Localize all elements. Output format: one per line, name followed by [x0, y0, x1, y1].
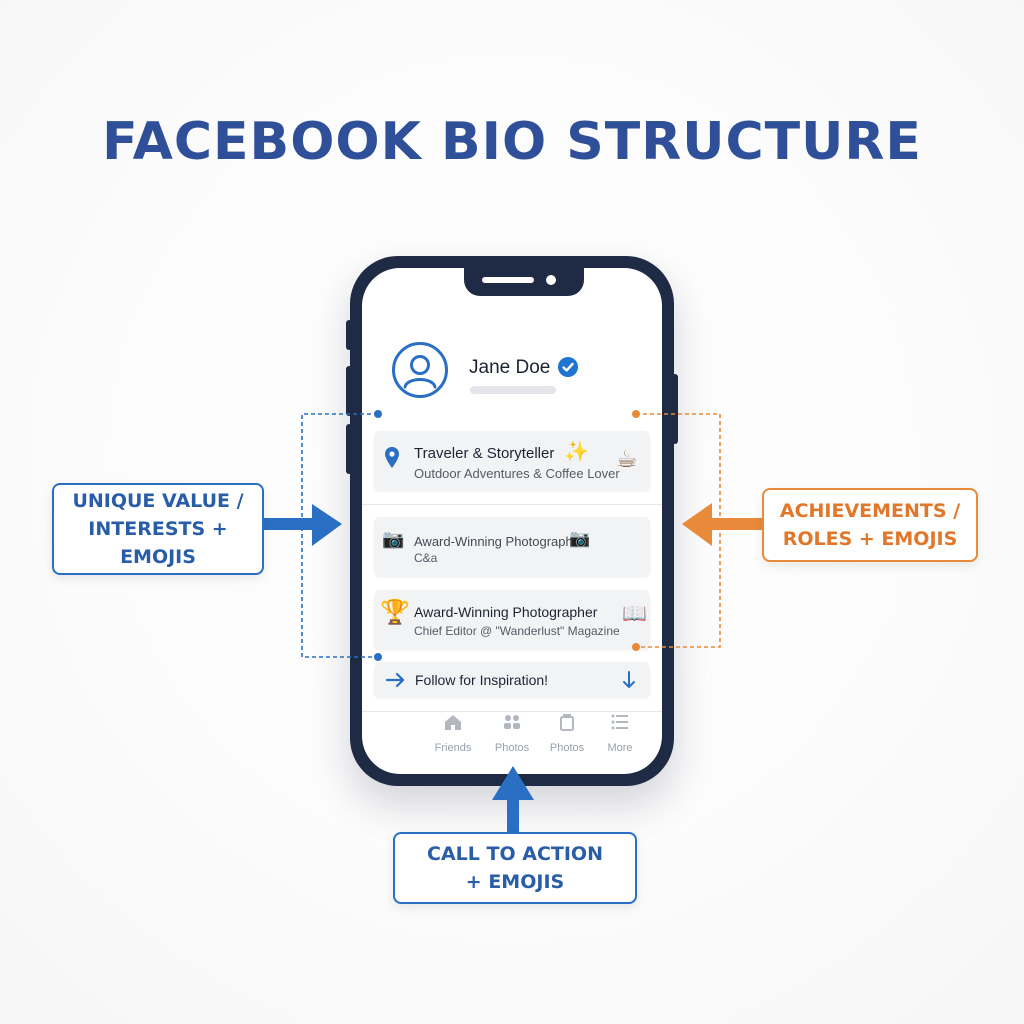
- arrow-left-icon: [682, 503, 762, 546]
- bio-line-secondary: Outdoor Adventures & Coffee Lover: [414, 466, 620, 481]
- coffee-emoji: ☕: [616, 445, 638, 473]
- callout-line: ROLES + EMOJIS: [782, 528, 958, 550]
- arrow-right-icon: [386, 672, 405, 688]
- callout-line: EMOJIS: [120, 546, 196, 568]
- profile-name[interactable]: Jane Doe: [469, 357, 551, 378]
- nav-label: Photos: [549, 742, 585, 754]
- verified-check-icon: [558, 357, 578, 377]
- bio-line-secondary: Chief Editor @ "Wanderlust" Magazine: [414, 624, 620, 638]
- callout-line: + EMOJIS: [465, 871, 565, 893]
- bio-line-primary: Award-Winning Photographer: [414, 604, 598, 620]
- bio-line-secondary: C&a: [414, 551, 438, 565]
- speaker-grille: [482, 277, 534, 283]
- bio-card-call-to-action[interactable]: Follow for Inspiration!: [374, 662, 650, 698]
- home-icon: [445, 715, 461, 730]
- callout-unique-value: UNIQUE VALUE / INTERESTS + EMOJIS: [52, 483, 264, 575]
- phone-power-button: [672, 374, 678, 444]
- menu-icon: [611, 714, 628, 730]
- callout-line: ACHIEVEMENTS /: [779, 500, 961, 522]
- trophy-emoji: 🏆: [380, 598, 410, 626]
- callout-line: INTERESTS +: [88, 518, 228, 540]
- bio-card-achievements[interactable]: 🏆 Award-Winning Photographer Chief Edito…: [374, 590, 650, 650]
- callout-call-to-action: CALL TO ACTION + EMOJIS: [393, 832, 637, 904]
- user-avatar-icon[interactable]: [392, 342, 448, 398]
- arrow-right-icon: [264, 504, 342, 546]
- people-icon: [504, 715, 520, 729]
- bio-line-primary: Traveler & Storyteller: [414, 445, 555, 462]
- profile-subtitle-placeholder: [470, 386, 556, 394]
- page-title: FACEBOOK BIO STRUCTURE: [102, 112, 922, 172]
- section-divider: [362, 504, 662, 505]
- nav-label: Photos: [494, 742, 530, 754]
- camera-emoji: 📷: [382, 529, 405, 550]
- location-pin-icon: [385, 447, 399, 468]
- callout-line: CALL TO ACTION: [427, 843, 603, 865]
- phone-notch: [464, 268, 584, 296]
- bio-line-primary: Award-Winning Photographer: [414, 534, 585, 549]
- nav-label: More: [607, 742, 633, 754]
- cta-text: Follow for Inspiration!: [415, 672, 549, 688]
- callout-achievements: ACHIEVEMENTS / ROLES + EMOJIS: [762, 488, 978, 562]
- sparkles-emoji: ✨: [564, 439, 589, 463]
- nav-divider: [362, 711, 662, 712]
- book-emoji: 📖: [622, 601, 647, 625]
- arrow-down-icon: [623, 671, 635, 688]
- phone-side-button: [346, 366, 352, 416]
- phone-side-button: [346, 320, 352, 350]
- front-camera: [546, 275, 556, 285]
- phone-side-button: [346, 424, 352, 474]
- callout-line: UNIQUE VALUE /: [72, 490, 244, 512]
- bio-card-interests[interactable]: Traveler & Storyteller ✨ Outdoor Adventu…: [374, 431, 650, 491]
- nav-label: Friends: [434, 742, 472, 754]
- camera-emoji: 📷: [569, 529, 591, 549]
- bio-card-achievement-draft[interactable]: 📷 Award-Winning Photographer 📷 C&a: [374, 517, 650, 577]
- bag-icon: [560, 714, 574, 731]
